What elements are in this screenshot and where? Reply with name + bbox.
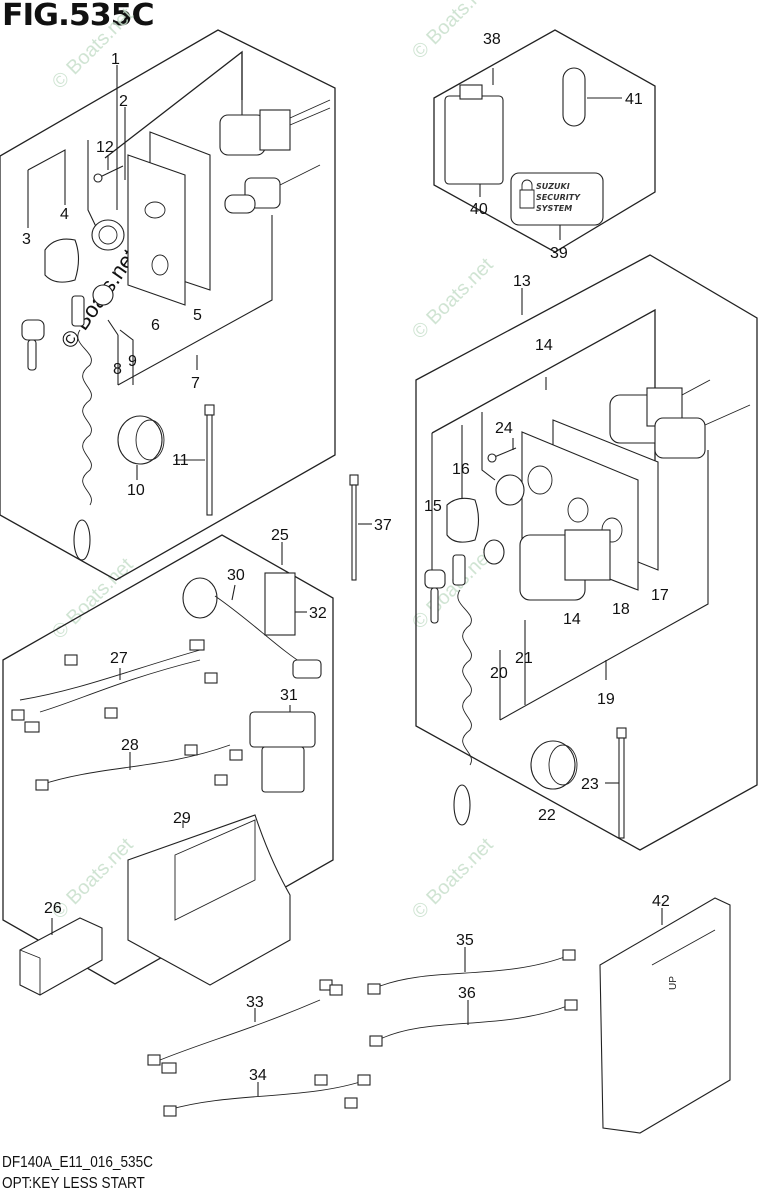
harness-33 xyxy=(147,979,343,1074)
callout-30: 30 xyxy=(227,567,245,584)
group-frame-38 xyxy=(433,29,656,253)
lanyard-cord xyxy=(71,295,92,561)
callout-36: 36 xyxy=(458,985,476,1002)
callout-10: 10 xyxy=(127,482,145,499)
sticker-line-2: SECURITY xyxy=(536,193,581,202)
figure-title: FIG.535C xyxy=(2,0,155,33)
callout-16: 16 xyxy=(452,461,470,478)
callout-40: 40 xyxy=(470,201,488,218)
callout-4: 4 xyxy=(60,206,69,223)
harness-27 xyxy=(11,639,218,733)
right-nut xyxy=(483,474,525,565)
right-lanyard xyxy=(452,554,472,826)
watermark: © Boats.net xyxy=(408,834,498,924)
right-cable-tie xyxy=(605,727,627,839)
right-cap xyxy=(446,497,480,543)
security-sticker xyxy=(510,172,604,226)
box-26 xyxy=(19,917,103,996)
callout-28: 28 xyxy=(121,737,139,754)
callout-17: 17 xyxy=(651,587,669,604)
sticker-line-3: SYSTEM xyxy=(536,204,572,213)
callout-41: 41 xyxy=(625,91,643,108)
callout-22: 22 xyxy=(538,807,556,824)
callout-11: 11 xyxy=(172,452,189,469)
leader-lines xyxy=(51,155,663,1096)
callout-33: 33 xyxy=(246,994,264,1011)
callout-34: 34 xyxy=(249,1067,267,1084)
callout-35: 35 xyxy=(456,932,474,949)
callout-29: 29 xyxy=(173,810,191,827)
callout-32: 32 xyxy=(309,605,327,622)
cable-tie xyxy=(204,404,215,516)
watermark: © Boats.net xyxy=(408,254,498,344)
ecu-up-marking: UP xyxy=(668,976,679,990)
sticker-line-1: SUZUKI xyxy=(536,182,570,191)
callout-6: 6 xyxy=(151,317,160,334)
screw xyxy=(93,165,124,183)
key-fob xyxy=(562,67,586,127)
callout-9: 9 xyxy=(128,353,137,370)
callout-38: 38 xyxy=(483,31,501,48)
callout-14a: 14 xyxy=(535,337,553,354)
callout-27: 27 xyxy=(110,650,128,667)
callout-25: 25 xyxy=(271,527,289,544)
loose-cable-tie xyxy=(349,474,372,581)
callout-8: 8 xyxy=(113,361,122,378)
callout-24: 24 xyxy=(495,420,513,437)
nut xyxy=(91,219,125,306)
ignition-panel-plate xyxy=(127,131,211,306)
keyless-receiver xyxy=(444,95,504,185)
group-frame-1 xyxy=(0,29,336,581)
harness-28 xyxy=(35,744,243,791)
connector-30 xyxy=(182,577,322,679)
harness-35 xyxy=(367,949,576,995)
right-start-switch xyxy=(609,379,751,459)
group-frame-25 xyxy=(2,534,334,985)
callout-12: 12 xyxy=(96,139,114,156)
callout-42: 42 xyxy=(652,893,670,910)
watermark: © Boats.net xyxy=(48,4,138,94)
right-ignition-switch xyxy=(519,529,611,601)
callout-21: 21 xyxy=(515,650,533,667)
cap xyxy=(44,238,80,283)
harness-36 xyxy=(369,999,578,1047)
callout-3: 3 xyxy=(22,231,31,248)
callout-18: 18 xyxy=(612,601,630,618)
callout-20: 20 xyxy=(490,665,508,682)
callout-14b: 14 xyxy=(563,611,581,628)
figure-caption: OPT:KEY LESS START xyxy=(2,1175,145,1192)
instruction-sheet xyxy=(264,572,296,636)
callout-5: 5 xyxy=(193,307,202,324)
start-switch xyxy=(219,99,331,156)
callout-2: 2 xyxy=(119,93,128,110)
figure-code: DF140A_E11_016_535C xyxy=(2,1154,153,1171)
harness-34 xyxy=(163,1074,371,1117)
callout-23: 23 xyxy=(581,776,599,793)
callout-31: 31 xyxy=(280,687,298,704)
callout-39: 39 xyxy=(550,245,568,262)
right-screw xyxy=(487,447,517,463)
plug-cap xyxy=(117,415,165,465)
key xyxy=(21,319,45,371)
right-plug-cap xyxy=(530,740,578,790)
stop-switch xyxy=(224,164,321,214)
callout-13: 13 xyxy=(513,273,531,290)
callout-1: 1 xyxy=(111,51,120,68)
ecu-42 xyxy=(599,897,731,1134)
callout-19: 19 xyxy=(597,691,615,708)
callout-37: 37 xyxy=(374,517,392,534)
callout-26: 26 xyxy=(44,900,62,917)
relay-31 xyxy=(249,711,316,793)
callout-7: 7 xyxy=(191,375,200,392)
callout-15: 15 xyxy=(424,498,442,515)
bracket-29 xyxy=(127,814,291,986)
callout-labels: 1 2 3 4 5 6 7 8 9 10 11 12 13 14 14 15 1… xyxy=(22,31,670,1084)
right-key xyxy=(424,569,446,624)
